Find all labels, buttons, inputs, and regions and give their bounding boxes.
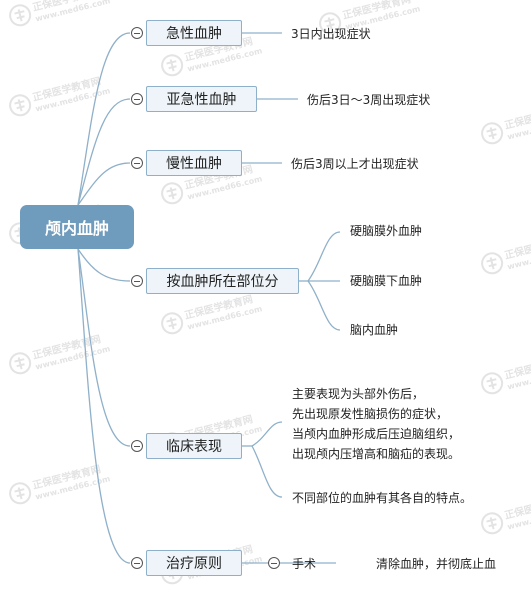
- collapse-toggle-icon[interactable]: [131, 93, 143, 105]
- intracerebral-hematoma[interactable]: 脑内血肿: [350, 323, 399, 337]
- clinical-line: 出现颅内压增高和脑疝的表现。: [292, 447, 461, 461]
- clinical-line: 先出现原发性脑损伤的症状，: [292, 407, 449, 421]
- topic-treatment-principle[interactable]: 治疗原则: [146, 550, 242, 576]
- topic-acute-hematoma[interactable]: 急性血肿: [146, 20, 242, 46]
- collapse-toggle-icon[interactable]: [131, 440, 143, 452]
- epidural-hematoma[interactable]: 硬脑膜外血肿: [350, 224, 423, 238]
- acute-detail[interactable]: 3日内出现症状: [291, 27, 371, 41]
- clinical-description[interactable]: 主要表现为头部外伤后， 先出现原发性脑损伤的症状， 当颅内血肿形成后压迫脑组织，…: [292, 384, 460, 464]
- collapse-toggle-icon[interactable]: [131, 157, 143, 169]
- clinical-line: 主要表现为头部外伤后，: [292, 387, 425, 401]
- treatment-method-detail[interactable]: 清除血肿，并彻底止血: [376, 557, 497, 571]
- topic-subacute-hematoma[interactable]: 亚急性血肿: [146, 86, 257, 112]
- collapse-toggle-icon[interactable]: [268, 557, 280, 569]
- topic-clinical-manifestation[interactable]: 临床表现: [146, 433, 242, 459]
- topic-chronic-hematoma[interactable]: 慢性血肿: [146, 150, 242, 176]
- treatment-method[interactable]: 手术: [292, 557, 317, 571]
- collapse-toggle-icon[interactable]: [131, 27, 143, 39]
- collapse-toggle-icon[interactable]: [131, 557, 143, 569]
- topic-by-location[interactable]: 按血肿所在部位分: [146, 268, 299, 294]
- clinical-line: 当颅内血肿形成后压迫脑组织，: [292, 427, 461, 441]
- subacute-detail[interactable]: 伤后3日～3周出现症状: [307, 93, 431, 107]
- subdural-hematoma[interactable]: 硬脑膜下血肿: [350, 274, 423, 288]
- collapse-toggle-icon[interactable]: [131, 275, 143, 287]
- chronic-detail[interactable]: 伤后3周以上才出现症状: [291, 157, 419, 171]
- root-topic[interactable]: 颅内血肿: [20, 205, 134, 249]
- clinical-note[interactable]: 不同部位的血肿有其各自的特点。: [292, 491, 473, 505]
